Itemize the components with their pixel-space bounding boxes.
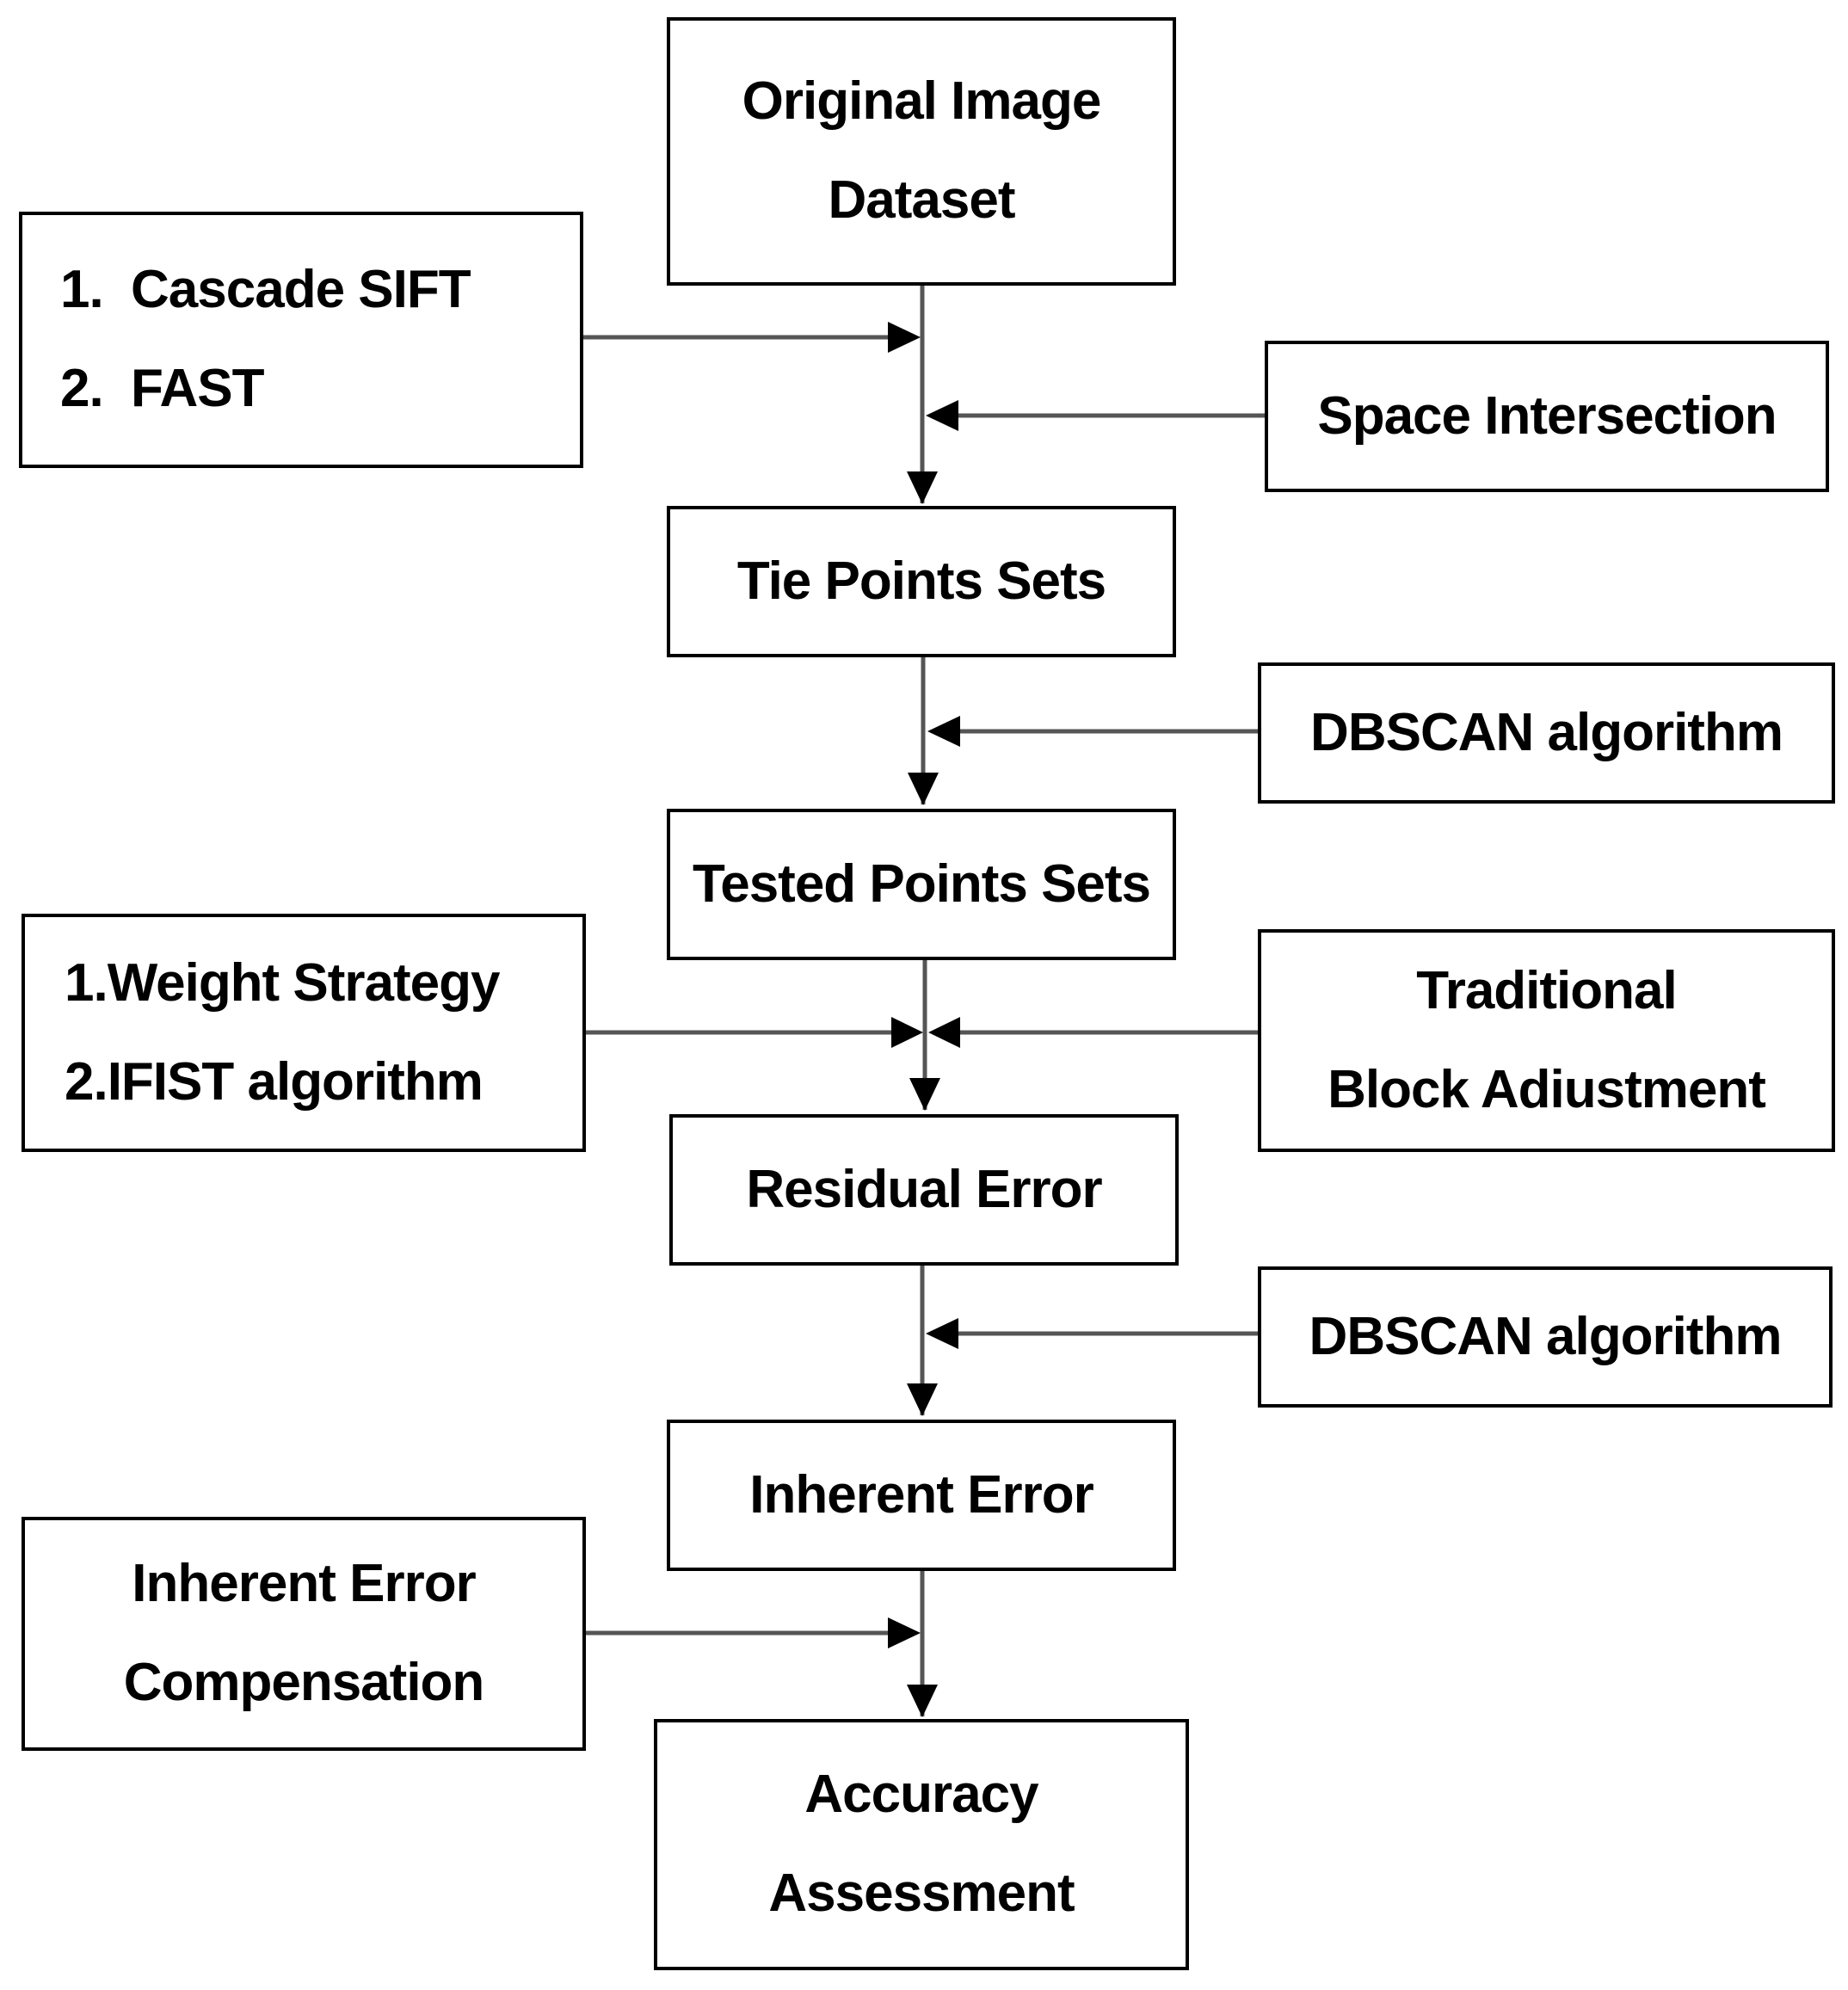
- detector-item-1-number: 1.: [60, 260, 104, 320]
- weight-strategy-line-2: 2.IFIST algorithm: [65, 1051, 484, 1112]
- detector-item-2-number: 2.: [60, 359, 104, 418]
- weight-strategy-box: 1.Weight Strategy 2.IFIST algorithm: [22, 914, 586, 1152]
- arrowhead-inherent: [907, 1383, 938, 1416]
- detector-item-2: 2. FAST: [60, 340, 264, 439]
- side-input-arrowheads: [888, 322, 960, 1648]
- arrowhead-compensation: [888, 1617, 921, 1648]
- inherent-error-compensation-box: Inherent Error Compensation: [22, 1517, 586, 1751]
- traditional-block-adjustment-box: Traditional Block Adiustment: [1258, 929, 1835, 1152]
- space-intersection-label: Space Intersection: [1317, 385, 1777, 446]
- arrowhead-detectors: [888, 322, 921, 353]
- detector-item-2-text: FAST: [131, 359, 264, 418]
- dbscan-second-label: DBSCAN algorithm: [1309, 1306, 1783, 1366]
- arrowhead-traditional-block: [928, 1017, 960, 1048]
- residual-error-box: Residual Error: [669, 1114, 1179, 1266]
- residual-error-label: Residual Error: [746, 1159, 1102, 1219]
- space-intersection-box: Space Intersection: [1265, 341, 1829, 492]
- arrowhead-dbscan-second: [926, 1318, 958, 1349]
- detector-item-1: 1. Cascade SIFT: [60, 241, 471, 340]
- feature-detectors-box: 1. Cascade SIFT 2. FAST: [19, 212, 583, 468]
- detector-item-1-text: Cascade SIFT: [131, 260, 471, 320]
- arrowhead-weight-strategy: [891, 1017, 923, 1048]
- original-image-dataset-box: Original Image Dataset: [667, 17, 1176, 286]
- tie-points-sets-label: Tie Points Sets: [736, 551, 1106, 611]
- traditional-block-line-2: Block Adiustment: [1327, 1059, 1766, 1119]
- side-input-lines: [582, 335, 1266, 1636]
- dbscan-first-label: DBSCAN algorithm: [1310, 702, 1783, 762]
- dbscan-first-box: DBSCAN algorithm: [1258, 662, 1835, 804]
- inherent-error-label: Inherent Error: [749, 1464, 1093, 1525]
- accuracy-assessment-line-1: Accuracy: [804, 1765, 1038, 1825]
- weight-strategy-line-1: 1.Weight Strategy: [65, 952, 501, 1013]
- traditional-block-line-1: Traditional: [1416, 960, 1677, 1020]
- accuracy-assessment-line-2: Assessment: [768, 1864, 1075, 1923]
- arrowhead-accuracy: [907, 1685, 938, 1717]
- arrowhead-dbscan-first: [927, 716, 960, 747]
- tie-points-sets-box: Tie Points Sets: [667, 506, 1176, 657]
- compensation-line-2: Compensation: [123, 1653, 485, 1712]
- arrowhead-residual: [909, 1078, 940, 1111]
- main-flow-arrowheads: [907, 471, 940, 1717]
- inherent-error-box: Inherent Error: [667, 1420, 1176, 1571]
- arrowhead-tested-points: [908, 773, 939, 805]
- accuracy-assessment-box: Accuracy Assessment: [654, 1719, 1189, 1970]
- arrowhead-space-intersection: [926, 400, 958, 431]
- tested-points-sets-box: Tested Points Sets: [667, 809, 1176, 960]
- tested-points-sets-label: Tested Points Sets: [692, 853, 1151, 914]
- dbscan-second-box: DBSCAN algorithm: [1258, 1266, 1833, 1408]
- original-image-dataset-line-1: Original Image: [742, 71, 1102, 132]
- original-image-dataset-line-2: Dataset: [828, 170, 1016, 230]
- compensation-line-1: Inherent Error: [132, 1554, 476, 1614]
- arrowhead-tie-points: [907, 471, 938, 504]
